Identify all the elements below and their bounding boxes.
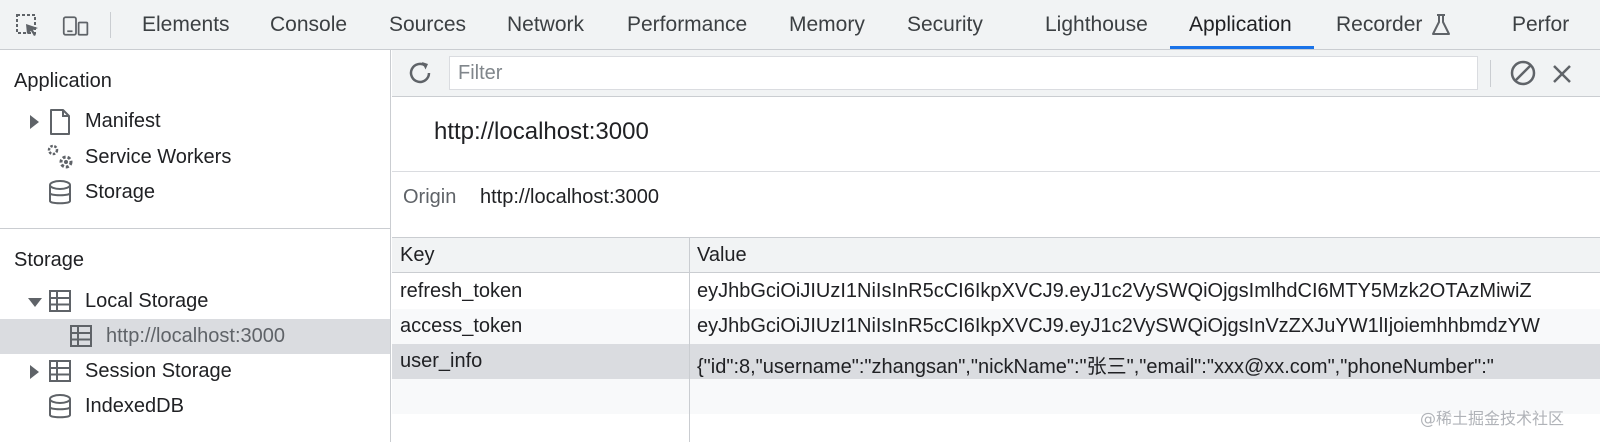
tab-network[interactable]: Network [507, 13, 585, 36]
section-divider [392, 171, 1600, 172]
flask-icon [1432, 14, 1450, 35]
document-icon [50, 109, 70, 135]
tab-elements[interactable]: Elements [142, 13, 230, 36]
table-row[interactable]: refresh_token eyJhbGciOiJIUzI1NiIsInR5cC… [392, 274, 1600, 309]
gears-icon [47, 144, 73, 169]
refresh-icon[interactable] [406, 59, 434, 87]
tab-memory[interactable]: Memory [789, 13, 865, 36]
sidebar-item-local-storage[interactable]: Local Storage [0, 284, 390, 319]
database-icon [49, 180, 71, 205]
column-divider[interactable] [689, 237, 690, 442]
cell-value: {"id":8,"username":"zhangsan","nickName"… [697, 356, 1494, 378]
sidebar-item-indexeddb[interactable]: IndexedDB [0, 389, 390, 424]
cell-value: eyJhbGciOiJIUzI1NiIsInR5cCI6IkpXVCJ9.eyJ… [697, 280, 1532, 302]
application-sidebar: Application Manifest Service Workers Sto… [0, 50, 391, 442]
sidebar-item-localhost-3000[interactable]: http://localhost:3000 [0, 319, 390, 354]
origin-title: http://localhost:3000 [434, 118, 649, 145]
toolbar-separator [1490, 60, 1491, 87]
tab-recorder[interactable]: Recorder [1336, 13, 1423, 36]
table-row[interactable]: access_token eyJhbGciOiJIUzI1NiIsInR5cCI… [392, 309, 1600, 344]
filter-input[interactable] [449, 56, 1478, 90]
sidebar-item-label: Local Storage [85, 290, 209, 312]
table-row-empty[interactable] [392, 379, 1600, 414]
sidebar-item-label: Session Storage [85, 360, 232, 382]
expand-arrow-icon[interactable] [30, 115, 39, 129]
sidebar-divider [0, 228, 390, 229]
delete-selected-icon[interactable] [1550, 62, 1572, 84]
toolbar-separator [110, 12, 111, 38]
cell-key: user_info [400, 350, 483, 372]
devtools-tab-bar: Elements Console Sources Network Perform… [0, 0, 1600, 50]
collapse-arrow-icon[interactable] [28, 298, 42, 307]
database-icon [49, 394, 71, 419]
tab-sources[interactable]: Sources [389, 13, 467, 36]
sidebar-item-service-workers[interactable]: Service Workers [0, 140, 390, 175]
table-row-selected[interactable]: user_info {"id":8,"username":"zhangsan",… [392, 344, 1600, 379]
sidebar-heading-application: Application [14, 70, 112, 92]
sidebar-item-label: IndexedDB [85, 395, 184, 417]
cell-value: eyJhbGciOiJIUzI1NiIsInR5cCI6IkpXVCJ9.eyJ… [697, 315, 1540, 337]
tab-console[interactable]: Console [270, 13, 348, 36]
tab-lighthouse[interactable]: Lighthouse [1045, 13, 1148, 36]
sidebar-item-storage[interactable]: Storage [0, 175, 390, 210]
active-tab-indicator [1170, 46, 1314, 49]
tab-performance-insights[interactable]: Perfor [1512, 13, 1570, 36]
clear-all-icon[interactable] [1509, 59, 1537, 87]
watermark: @稀土掘金技术社区 [1419, 409, 1564, 428]
local-storage-panel: http://localhost:3000 Origin http://loca… [392, 50, 1600, 442]
storage-toolbar [392, 50, 1600, 97]
table-icon [49, 360, 71, 382]
tab-security[interactable]: Security [907, 13, 983, 36]
sidebar-item-label: http://localhost:3000 [106, 325, 286, 347]
sidebar-item-label: Storage [85, 181, 156, 203]
sidebar-item-label: Service Workers [85, 146, 232, 168]
tab-performance[interactable]: Performance [627, 13, 748, 36]
cell-key: access_token [400, 315, 523, 337]
tab-application[interactable]: Application [1189, 13, 1292, 36]
column-header-key[interactable]: Key [400, 244, 435, 266]
table-icon [49, 290, 71, 312]
sidebar-item-manifest[interactable]: Manifest [0, 104, 390, 139]
storage-data-grid: Key Value refresh_token eyJhbGciOiJIUzI1… [392, 237, 1600, 442]
device-toolbar-icon[interactable] [62, 12, 90, 40]
sidebar-item-session-storage[interactable]: Session Storage [0, 354, 390, 389]
origin-value: http://localhost:3000 [480, 186, 660, 208]
column-header-value[interactable]: Value [697, 244, 747, 266]
inspect-element-icon[interactable] [14, 12, 42, 40]
expand-arrow-icon[interactable] [30, 365, 39, 379]
sidebar-item-label: Manifest [85, 110, 161, 132]
cell-key: refresh_token [400, 280, 523, 302]
origin-label: Origin [403, 186, 457, 208]
table-header: Key Value [392, 237, 1600, 273]
table-icon [70, 325, 92, 347]
sidebar-heading-storage: Storage [14, 249, 85, 271]
